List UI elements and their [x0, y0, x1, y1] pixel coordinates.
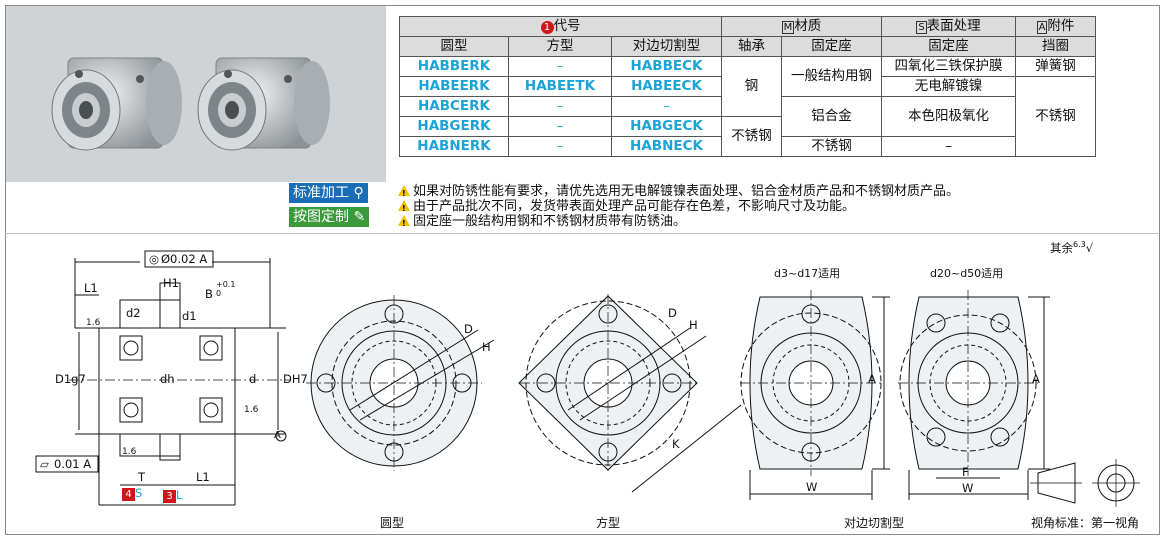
custom-drawing-tag[interactable]: 按图定制 ✎ — [289, 207, 370, 227]
warning-icon — [398, 200, 410, 216]
caption-cut: 对边切割型 — [844, 516, 905, 530]
sub-header: 方型 — [508, 36, 612, 57]
standard-processing-tag[interactable]: 标准加工 ⚲ — [289, 183, 368, 203]
dim-label: dh — [160, 372, 175, 386]
surface-treatment: 本色阳极氧化 — [881, 96, 1016, 137]
dim-label: DH7 — [283, 372, 308, 386]
housing-material: 一般结构用钢 — [781, 56, 882, 97]
surface-treatment: 四氧化三铁保护膜 — [881, 56, 1016, 77]
part-code[interactable]: HABNERK — [399, 136, 509, 157]
surface-finish-note: 其余6.3√ — [1050, 240, 1094, 255]
cut-range-small: d3~d17适用 — [774, 267, 841, 280]
dim-label: 0 — [216, 289, 222, 298]
caption-square: 方型 — [596, 516, 621, 530]
sub-header: 轴承 — [721, 36, 782, 57]
dim-label: L1 — [196, 470, 210, 484]
part-code[interactable]: HABEETK — [508, 76, 612, 97]
roughness-label: 1.6 — [86, 318, 101, 328]
part-code[interactable]: HABNECK — [611, 136, 722, 157]
dim-label: A — [868, 372, 876, 386]
dim-label: d1 — [182, 309, 197, 323]
table-row: HABBERK – HABBECK 钢 一般结构用钢 四氧化三铁保护膜 弹簧钢 — [399, 56, 1096, 117]
dim-label: d2 — [126, 306, 141, 320]
bearing-material: 不锈钢 — [721, 116, 782, 157]
datum-marker: A — [274, 430, 281, 441]
dim-label: H — [482, 340, 491, 354]
part-code[interactable]: HABEECK — [611, 76, 722, 97]
table-row: HABEERK HABEETK HABEECK 无电解镀镍 不锈钢 — [399, 76, 1096, 157]
dim-label: W — [806, 480, 818, 494]
sub-header: 对边切割型 — [611, 36, 722, 57]
wrench-icon: ✎ — [349, 209, 366, 225]
table-row: HABCERK – – 铝合金 本色阳极氧化 — [399, 96, 1096, 137]
surface-treatment: 无电解镀镍 — [881, 76, 1016, 97]
sub-header: 固定座 — [781, 36, 882, 57]
roughness-label: 1.6 — [122, 447, 137, 457]
flatness-tolerance: ▱0.01 A — [40, 457, 92, 471]
dim-label: D — [668, 306, 677, 320]
dim-label: d — [249, 372, 257, 386]
dim-label: D — [464, 322, 473, 336]
dim-label: T — [138, 470, 146, 484]
dim-label: +0.1 — [216, 280, 236, 289]
sub-header-row: 圆型 方型 对边切割型 轴承 固定座 固定座 挡圈 — [399, 36, 1096, 57]
roughness-label: 1.6 — [244, 405, 259, 415]
cut-range-large: d20~d50适用 — [930, 267, 1004, 280]
dim-label: H1 — [163, 276, 179, 290]
dim-label: B — [205, 287, 213, 301]
note-line: 固定座一般结构用钢和不锈钢材质带有防锈油。 — [398, 214, 959, 231]
dim-label: W — [962, 481, 974, 495]
dim-label: K — [672, 437, 680, 451]
part-code[interactable]: HABEERK — [399, 76, 509, 97]
notes: 如果对防锈性能有要求，请优先选用无电解镀镍表面处理、铝合金材质产品和不锈钢材质产… — [398, 184, 959, 231]
sub-header: 固定座 — [881, 36, 1016, 57]
caption-round: 圆型 — [380, 516, 405, 530]
part-code[interactable]: HABBERK — [399, 56, 509, 77]
accessory-material: 不锈钢 — [1015, 76, 1096, 157]
dim-label: H — [689, 318, 698, 332]
housing-material: 不锈钢 — [781, 136, 882, 157]
dim-label: F — [962, 465, 969, 479]
divider — [5, 233, 1158, 234]
product-photo — [6, 6, 386, 182]
note-line: 如果对防锈性能有要求，请优先选用无电解镀镍表面处理、铝合金材质产品和不锈钢材质产… — [398, 184, 959, 201]
warning-icon — [398, 215, 410, 231]
dim-label: A — [1032, 372, 1040, 386]
note-line: 由于产品批次不同，发货带表面处理产品可能存在色差，不影响尺寸及功能。 — [398, 199, 959, 216]
dim-label: D1g7 — [55, 372, 86, 386]
dim-label: L1 — [84, 281, 98, 295]
warning-icon — [398, 185, 410, 201]
table-row: HABGERK – HABGECK 不锈钢 — [399, 116, 1096, 157]
table-row: HABNERK – HABNECK 不锈钢 – — [399, 136, 1096, 157]
magnify-icon: ⚲ — [349, 185, 364, 201]
position-tolerance: ◎Ø0.02 A — [149, 252, 208, 266]
surface-treatment: – — [881, 136, 1016, 157]
caption-view-standard: 视角标准：第一视角 — [1031, 516, 1140, 530]
sub-header: 圆型 — [399, 36, 509, 57]
